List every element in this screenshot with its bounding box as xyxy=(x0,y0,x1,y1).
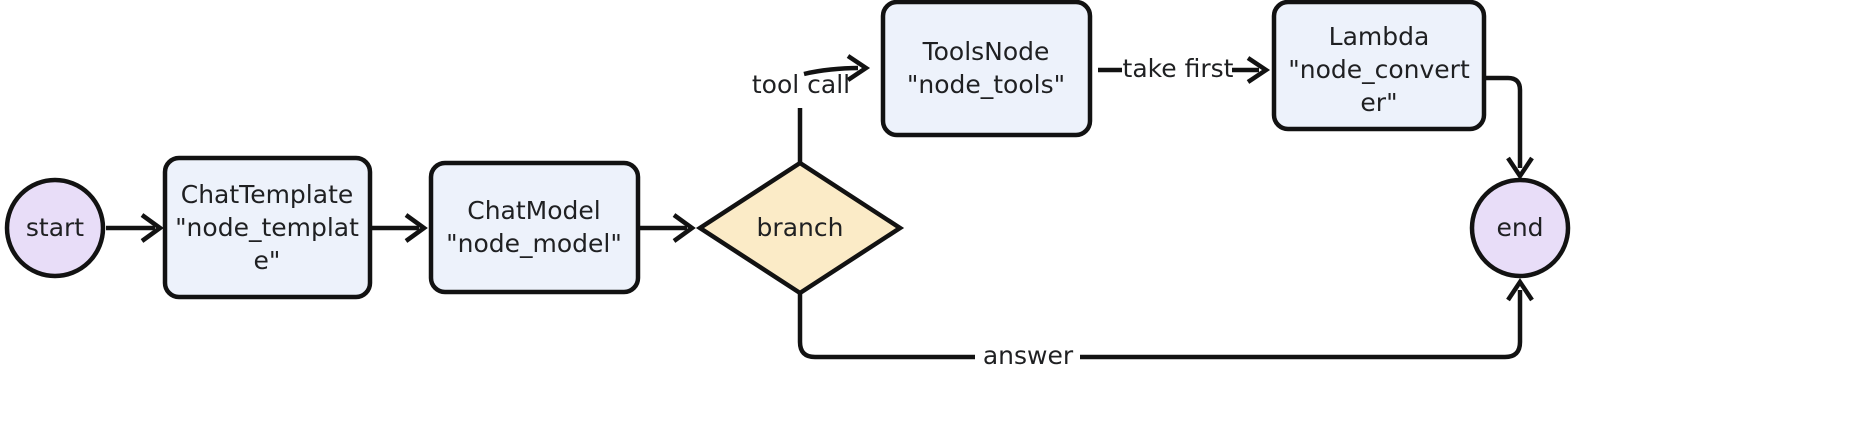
edge-template-to-model xyxy=(370,213,428,243)
node-converter-line1: Lambda xyxy=(1329,22,1430,51)
edge-converter-to-end xyxy=(1484,75,1534,181)
edge-model-to-branch xyxy=(638,213,696,243)
node-end[interactable]: end xyxy=(1469,177,1571,279)
node-branch-label: branch xyxy=(757,213,844,242)
edge-label-answer: answer xyxy=(983,341,1074,370)
node-start-label: start xyxy=(26,213,84,242)
node-chat-template[interactable]: ChatTemplate "node_templat e" xyxy=(162,155,373,300)
node-converter[interactable]: Lambda "node_convert er" xyxy=(1271,0,1487,132)
node-end-label: end xyxy=(1496,213,1543,242)
node-converter-line3: er" xyxy=(1360,88,1397,117)
edge-label-tool-call: tool call xyxy=(752,70,850,99)
node-branch[interactable]: branch xyxy=(695,160,905,296)
node-tools[interactable]: ToolsNode "node_tools" xyxy=(880,0,1093,138)
edge-label-take-first: take first xyxy=(1123,54,1234,83)
node-chat-template-line1: ChatTemplate xyxy=(181,180,354,209)
node-chat-template-line3: e" xyxy=(254,246,281,275)
node-chat-model-line1: ChatModel xyxy=(467,196,600,225)
edge-branch-to-tools xyxy=(797,54,871,163)
edge-tools-to-converter xyxy=(1098,56,1271,84)
node-tools-line2: "node_tools" xyxy=(907,70,1065,99)
node-chat-model[interactable]: ChatModel "node_model" xyxy=(428,160,641,295)
node-tools-line1: ToolsNode xyxy=(922,37,1050,66)
edge-start-to-template xyxy=(106,213,164,243)
node-start[interactable]: start xyxy=(4,177,106,279)
node-chat-model-line2: "node_model" xyxy=(446,229,622,258)
edge-branch-to-end-answer xyxy=(797,277,1534,360)
node-converter-line2: "node_convert xyxy=(1288,55,1470,84)
node-chat-template-line2: "node_templat xyxy=(175,213,359,242)
